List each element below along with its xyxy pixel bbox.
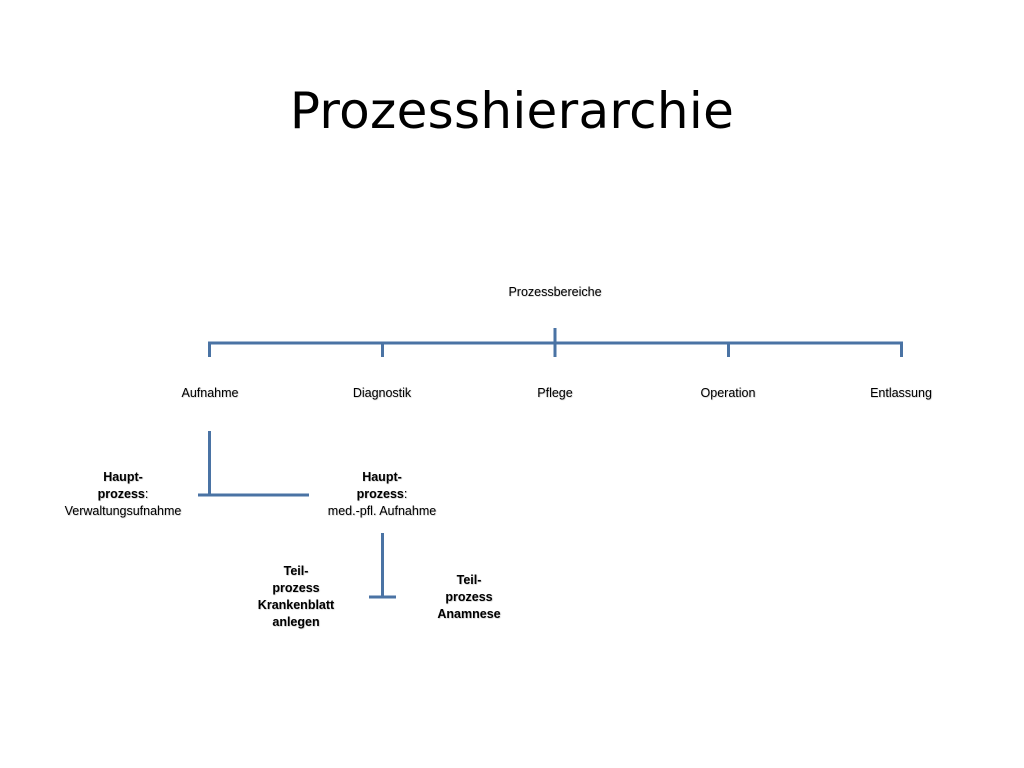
node-label: Entlassung xyxy=(870,386,932,400)
node-sub-process-krankenblatt: Teil- prozess Krankenblatt anlegen xyxy=(236,563,356,631)
node-label-line: Haupt- xyxy=(103,470,143,484)
node-label-line: Verwaltungsufnahme xyxy=(64,504,182,518)
node-area-operation: Operation xyxy=(668,385,788,402)
node-label-line: Haupt- xyxy=(362,470,402,484)
node-main-process-verwaltungsaufnahme: Haupt- prozess: Verwaltungsufnahme xyxy=(40,469,206,520)
node-label-bold: prozess xyxy=(97,487,145,501)
node-label-bold: prozess xyxy=(356,487,404,501)
node-area-diagnostik: Diagnostik xyxy=(322,385,442,402)
node-label-line: prozess: xyxy=(40,486,206,503)
node-label-line: prozess xyxy=(445,590,493,604)
node-label: Aufnahme xyxy=(181,386,239,400)
node-label: Pflege xyxy=(537,386,573,400)
node-label-line: Teil- xyxy=(456,573,482,587)
node-area-entlassung: Entlassung xyxy=(841,385,961,402)
node-label-line: anlegen xyxy=(272,615,320,629)
node-label: Prozessbereiche xyxy=(508,285,602,299)
node-label-line: Krankenblatt xyxy=(257,598,335,612)
node-label-colon: : xyxy=(403,487,408,501)
node-label-line: med.-pfl. Aufnahme xyxy=(327,504,437,518)
node-sub-process-anamnese: Teil- prozess Anamnese xyxy=(409,572,529,623)
node-label-line: prozess: xyxy=(300,486,464,503)
node-area-aufnahme: Aufnahme xyxy=(150,385,270,402)
node-label-line: prozess xyxy=(272,581,320,595)
node-label-colon: : xyxy=(144,487,149,501)
node-main-process-med-pfl-aufnahme: Haupt- prozess: med.-pfl. Aufnahme xyxy=(300,469,464,520)
node-label-line: Teil- xyxy=(283,564,309,578)
node-process-areas: Prozessbereiche xyxy=(455,284,655,301)
node-label: Diagnostik xyxy=(352,386,412,400)
node-label-line: Anamnese xyxy=(437,607,501,621)
node-area-pflege: Pflege xyxy=(495,385,615,402)
page-title: Prozesshierarchie xyxy=(289,82,735,140)
node-label: Operation xyxy=(700,386,756,400)
